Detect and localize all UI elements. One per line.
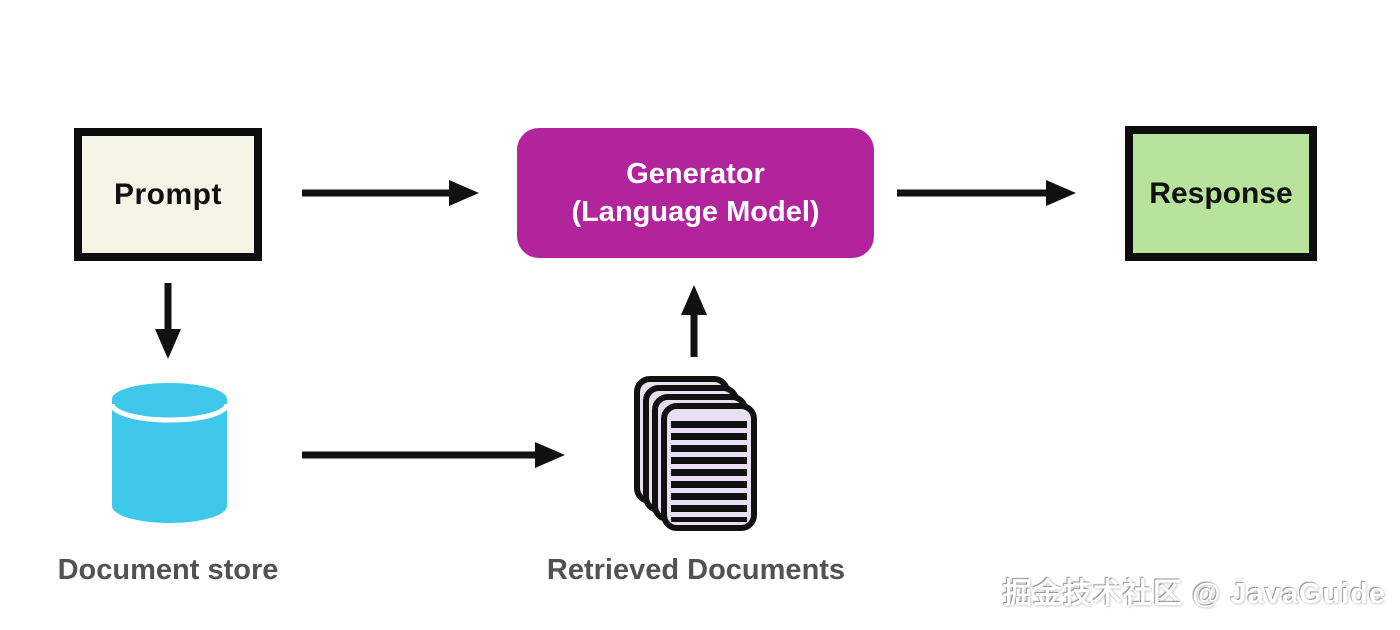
arrow-generator-to-response [897,180,1076,206]
node-prompt-label: Prompt [114,177,222,211]
node-generator-label-line1: Generator [626,158,765,190]
document-store-caption: Document store [57,554,279,586]
node-prompt: Prompt [74,128,262,261]
arrow-retrieved-documents-to-generator [681,285,707,357]
node-generator-label: Generator (Language Model) [571,155,819,231]
watermark-text: 掘金技术社区 @ JavaGuide [1002,578,1386,610]
retrieved-documents-caption: Retrieved Documents [546,554,846,586]
database-cylinder-icon [112,383,227,523]
arrow-prompt-to-generator [302,180,479,206]
node-response-label: Response [1149,176,1293,210]
arrow-prompt-to-document-store [155,283,181,359]
node-response: Response [1125,126,1317,261]
arrow-document-store-to-retrieved-documents [302,442,565,468]
node-generator-label-line2: (Language Model) [571,196,820,228]
node-generator: Generator (Language Model) [517,128,874,258]
document-stack-icon [634,376,757,532]
